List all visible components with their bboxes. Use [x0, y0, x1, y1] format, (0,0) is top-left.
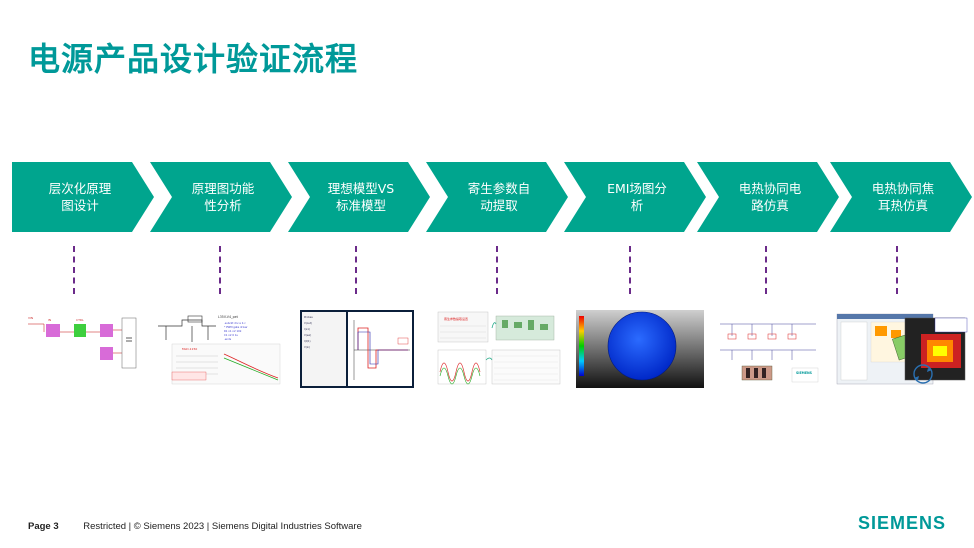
- dashed-connector: [355, 246, 357, 294]
- page-number: Page 3: [28, 521, 59, 532]
- emi-field-map-image: [576, 310, 704, 388]
- process-step-label: 寄生参数自 动提取: [467, 181, 531, 213]
- svg-text:VIN: VIN: [28, 316, 33, 320]
- svg-text:I(L1): I(L1): [304, 327, 310, 331]
- svg-text:IN: IN: [48, 318, 51, 322]
- process-step-label: 层次化原理 图设计: [48, 181, 112, 213]
- dashed-connector: [765, 246, 767, 294]
- dashed-connector: [496, 246, 498, 294]
- svg-text:寄生参数提取设置: 寄生参数提取设置: [444, 316, 468, 321]
- schematic-function-analysis-image: L35V-V4_pet .subckt drv a b c * PWM gate…: [152, 310, 286, 388]
- dashed-connector: [73, 246, 75, 294]
- process-step-label: EMI场图分 析: [607, 181, 667, 213]
- dashed-connector: [629, 246, 631, 294]
- parasitic-extraction-image: 寄生参数提取设置: [436, 310, 562, 388]
- siemens-logo: SIEMENS: [857, 513, 946, 533]
- svg-text:V(in): V(in): [304, 345, 310, 349]
- process-step-4: 寄生参数自 动提取: [426, 162, 568, 232]
- process-step-1: 层次化原理 图设计: [12, 162, 154, 232]
- process-step-label: 电热协同电 路仿真: [738, 181, 802, 213]
- svg-text:R1 n1 n2 10k: R1 n1 n2 10k: [224, 329, 242, 333]
- svg-text:Probes: Probes: [304, 315, 313, 319]
- footer-text: Restricted | © Siemens 2023 | Siemens Di…: [83, 521, 362, 532]
- process-step-6: 电热协同电 路仿真: [697, 162, 839, 232]
- process-step-3: 理想模型VS 标准模型: [288, 162, 430, 232]
- process-step-label: 原理图功能 性分析: [191, 181, 255, 213]
- svg-text:.subckt drv a b c: .subckt drv a b c: [224, 321, 246, 325]
- process-step-7: 电热协同焦 耳热仿真: [830, 162, 972, 232]
- svg-text:V(sw): V(sw): [304, 333, 311, 337]
- hierarchical-schematic-image: VIN IN CTRL: [24, 310, 142, 388]
- svg-text:I(Q1): I(Q1): [304, 339, 310, 343]
- electrothermal-circuit-image: SIEMENS: [716, 310, 822, 388]
- svg-text:CTRL: CTRL: [76, 318, 84, 322]
- dashed-connector: [896, 246, 898, 294]
- process-step-label: 电热协同焦 耳热仿真: [871, 181, 935, 213]
- process-step-label: 理想模型VS 标准模型: [327, 181, 395, 213]
- joule-heating-simulation-image: [835, 310, 971, 392]
- footer: Page 3 Restricted | © Siemens 2023 | Sie…: [28, 521, 362, 532]
- svg-text:MLD-1150: MLD-1150: [182, 347, 197, 351]
- svg-text:C1 n2 0 1u: C1 n2 0 1u: [224, 333, 239, 337]
- svg-text:* PWM gate driver: * PWM gate driver: [224, 325, 249, 329]
- process-step-5: EMI场图分 析: [564, 162, 706, 232]
- svg-text:V(out): V(out): [304, 321, 312, 325]
- svg-text:.ends: .ends: [224, 337, 232, 341]
- page-title: 电源产品设计验证流程: [28, 40, 359, 78]
- dashed-connector: [219, 246, 221, 294]
- svg-text:SIEMENS: SIEMENS: [796, 371, 813, 375]
- svg-text:L35V-V4_pet: L35V-V4_pet: [218, 315, 239, 319]
- process-step-2: 原理图功能 性分析: [150, 162, 292, 232]
